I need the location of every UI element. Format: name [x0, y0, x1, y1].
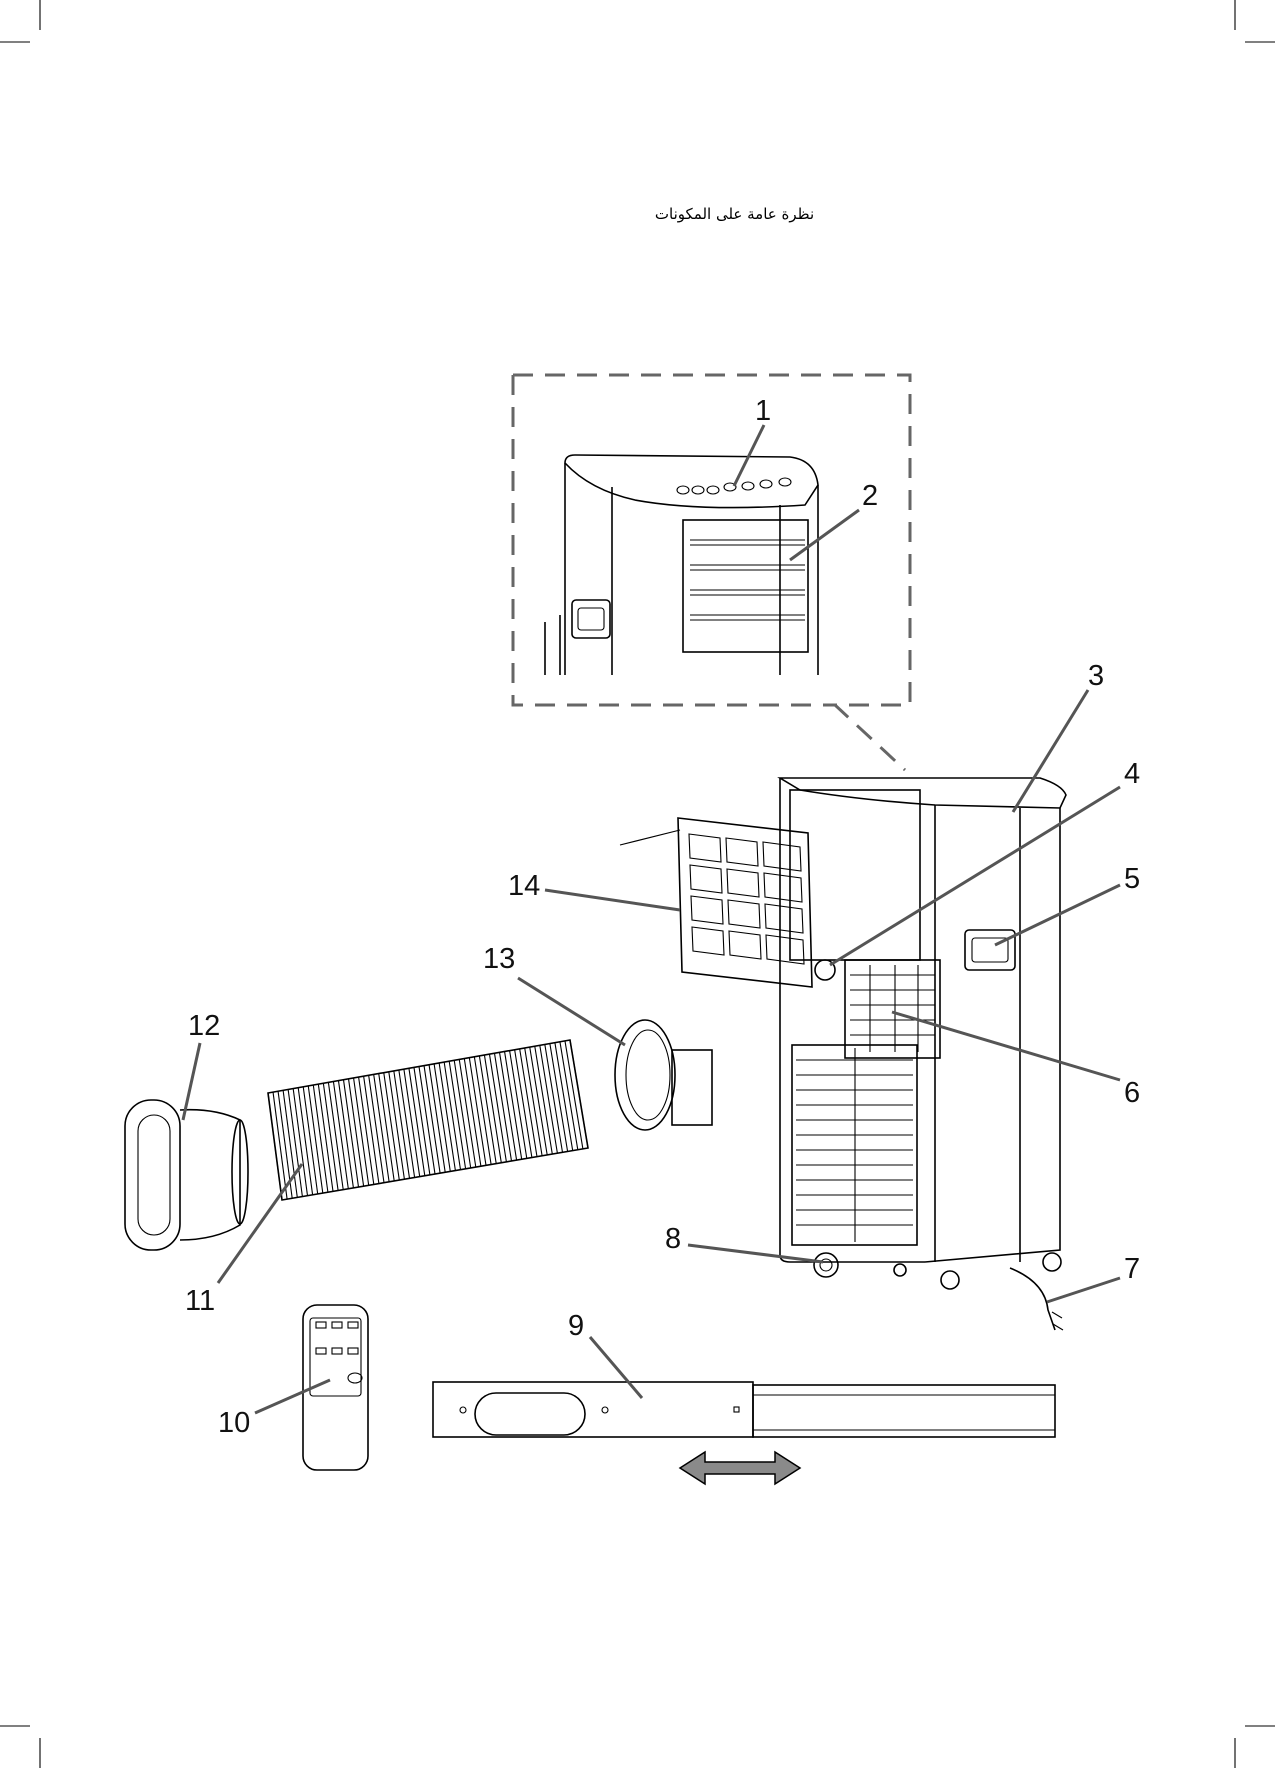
- hose-rib: [545, 1044, 563, 1152]
- callout-11: 11: [185, 1285, 215, 1317]
- hose-rib: [489, 1054, 506, 1162]
- hose-rib: [540, 1045, 558, 1153]
- callout-2: 2: [862, 480, 878, 512]
- hose-rib: [530, 1047, 547, 1155]
- hose-rib: [520, 1049, 537, 1157]
- hose-rib: [500, 1052, 517, 1160]
- callout-4: 4: [1124, 758, 1140, 790]
- callout-8: 8: [665, 1223, 681, 1255]
- air-filter: [620, 818, 812, 987]
- hose-rib: [464, 1059, 481, 1167]
- detail-inset: [513, 375, 910, 770]
- hose-rib: [510, 1051, 527, 1159]
- hose-adapter: [615, 1020, 712, 1130]
- hose-rib: [505, 1051, 522, 1159]
- window-slider-kit: [433, 1382, 1055, 1437]
- air-outlet-louvres: [683, 520, 808, 652]
- callout-13: 13: [483, 943, 515, 975]
- hose-rib: [459, 1059, 476, 1167]
- hose-rib: [495, 1053, 512, 1161]
- hose-rib: [570, 1040, 588, 1148]
- callout-labels: 1 2 3 4 5 6 7 8 9 10 11 12 13 14: [185, 395, 1140, 1439]
- hose-rib: [555, 1043, 573, 1151]
- hose-rib: [525, 1048, 542, 1156]
- hose-rib: [479, 1056, 496, 1164]
- exhaust-hose: [268, 1040, 588, 1200]
- leader-lines: [183, 425, 1120, 1413]
- callout-7: 7: [1124, 1253, 1140, 1285]
- callout-5: 5: [1124, 863, 1140, 895]
- main-unit: [780, 778, 1066, 1330]
- callout-3: 3: [1088, 660, 1104, 692]
- hose-rib: [515, 1050, 532, 1158]
- hose-rib: [484, 1055, 501, 1163]
- hose-rib: [474, 1057, 491, 1165]
- hose-rib: [560, 1042, 578, 1150]
- hose-rib: [469, 1058, 486, 1166]
- callout-6: 6: [1124, 1077, 1140, 1109]
- hose-rib: [550, 1044, 568, 1152]
- callout-14: 14: [508, 870, 540, 902]
- hose-rib: [535, 1046, 553, 1154]
- callout-10: 10: [218, 1407, 250, 1439]
- callout-1: 1: [755, 395, 771, 427]
- slide-direction-arrow: [680, 1452, 800, 1484]
- hose-rib: [565, 1041, 583, 1149]
- callout-9: 9: [568, 1310, 584, 1342]
- window-adapter: [125, 1100, 248, 1250]
- callout-12: 12: [188, 1010, 220, 1042]
